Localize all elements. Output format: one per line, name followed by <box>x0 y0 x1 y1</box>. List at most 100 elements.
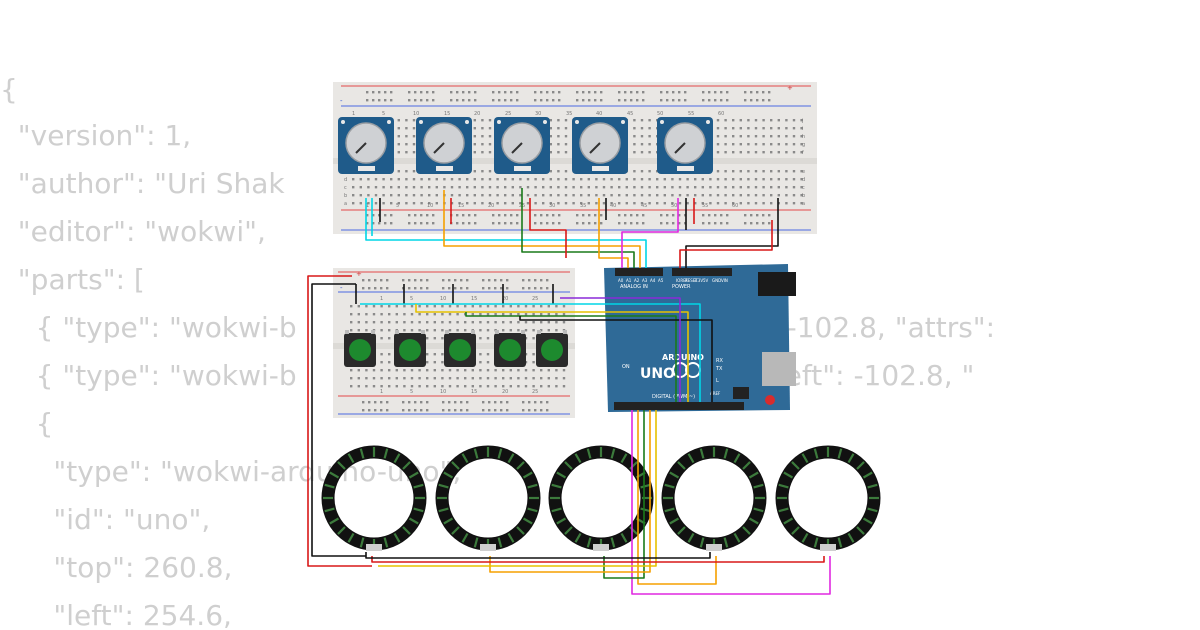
breadboard-hole <box>532 313 535 316</box>
breadboard-hole <box>502 305 505 308</box>
breadboard-hole <box>724 170 727 173</box>
breadboard-hole <box>526 186 530 189</box>
breadboard-hole <box>587 178 590 181</box>
breadboard-hole <box>367 194 370 197</box>
ring-led <box>324 507 335 513</box>
column-number: 25 <box>505 111 511 117</box>
ring-led <box>413 483 424 489</box>
breadboard-hole <box>602 194 606 197</box>
code-line: "editor": "wokwi", <box>0 215 266 248</box>
breadboard-hole <box>540 279 543 282</box>
wire <box>360 303 701 402</box>
breadboard-hole <box>701 194 704 197</box>
potentiometer-knob-icon <box>338 117 394 174</box>
breadboard-hole <box>390 186 393 189</box>
breadboard-hole <box>671 178 674 181</box>
breadboard-hole <box>456 385 459 388</box>
breadboard-hole <box>450 194 454 197</box>
breadboard-hole <box>433 353 436 356</box>
breadboard-hole <box>426 313 429 316</box>
analog-pin-label: A0 <box>618 278 624 283</box>
ring-led <box>438 483 449 489</box>
ring-led <box>733 453 741 464</box>
pushbutton-cap <box>349 339 371 361</box>
breadboard-hole <box>433 385 436 388</box>
breadboard-hole <box>562 385 566 388</box>
breadboard-hole <box>557 178 560 181</box>
breadboard-hole <box>359 186 362 189</box>
breadboard-hole <box>701 202 704 205</box>
breadboard-hole <box>372 321 376 324</box>
breadboard-hole <box>534 186 537 189</box>
column-number: 1 <box>366 203 369 209</box>
breadboard-hole <box>420 202 423 205</box>
breadboard-hole <box>456 377 459 380</box>
breadboard-hole <box>602 202 606 205</box>
breadboard-hole <box>456 313 459 316</box>
breadboard-hole <box>716 186 720 189</box>
ring-led <box>748 471 759 479</box>
breadboard-hole <box>564 186 568 189</box>
ring-led <box>620 532 628 543</box>
breadboard-hole <box>365 305 368 308</box>
wire <box>529 198 567 258</box>
ring-led <box>664 483 675 489</box>
breadboard-hole <box>365 385 368 388</box>
breadboard-hole <box>464 305 467 308</box>
wire <box>637 410 717 585</box>
breadboard-hole <box>412 194 416 197</box>
ring-led <box>813 448 819 459</box>
ring-led <box>837 448 843 459</box>
breadboard-hole <box>640 135 644 138</box>
ring-led <box>574 453 582 464</box>
breadboard-hole <box>448 369 452 372</box>
column-number: 40 <box>610 203 616 209</box>
breadboard-hole <box>496 186 499 189</box>
breadboard-hole <box>630 99 633 102</box>
breadboard-hole <box>517 369 520 372</box>
breadboard-hole <box>509 369 512 372</box>
breadboard-hole <box>450 186 454 189</box>
breadboard-hole <box>380 287 383 290</box>
breadboard-hole <box>558 214 561 217</box>
breadboard-hole <box>494 313 497 316</box>
breadboard-hole <box>506 287 509 290</box>
breadboard-hole <box>433 369 436 372</box>
breadboard-hole <box>747 178 750 181</box>
breadboard-hole <box>390 222 393 225</box>
breadboard-hole <box>362 279 365 282</box>
breadboard-hole <box>441 369 444 372</box>
breadboard-hole <box>709 178 712 181</box>
breadboard-hole <box>510 91 513 94</box>
breadboard-hole <box>372 369 376 372</box>
breadboard-hole <box>405 186 408 189</box>
breadboard-hole <box>633 151 636 154</box>
neopixel-ring-group <box>321 445 881 551</box>
breadboard-hole <box>350 321 353 324</box>
knob-indicator <box>433 142 445 154</box>
breadboard-hole <box>441 377 444 380</box>
breadboard-hole <box>433 337 436 340</box>
breadboard-hole <box>532 321 535 324</box>
breadboard-hole <box>504 214 507 217</box>
breadboard-hole <box>546 409 549 412</box>
breadboard-hole <box>547 369 550 372</box>
breadboard-hole <box>754 194 758 197</box>
breadboard-hole <box>504 91 507 94</box>
breadboard-hole <box>519 186 522 189</box>
ring-led <box>610 537 616 548</box>
breadboard-hole <box>562 321 566 324</box>
breadboard-hole <box>357 313 360 316</box>
breadboard-hole <box>564 127 568 130</box>
breadboard-hole <box>547 305 550 308</box>
breadboard-hole <box>374 202 378 205</box>
breadboard-hole <box>686 202 689 205</box>
breadboard-hole <box>739 170 742 173</box>
breadboard-hole <box>557 186 560 189</box>
breadboard-hole <box>414 401 417 404</box>
breadboard-hole <box>532 305 535 308</box>
breadboard-hole <box>350 369 353 372</box>
breadboard-hole <box>762 222 765 225</box>
breadboard-hole <box>460 409 463 412</box>
